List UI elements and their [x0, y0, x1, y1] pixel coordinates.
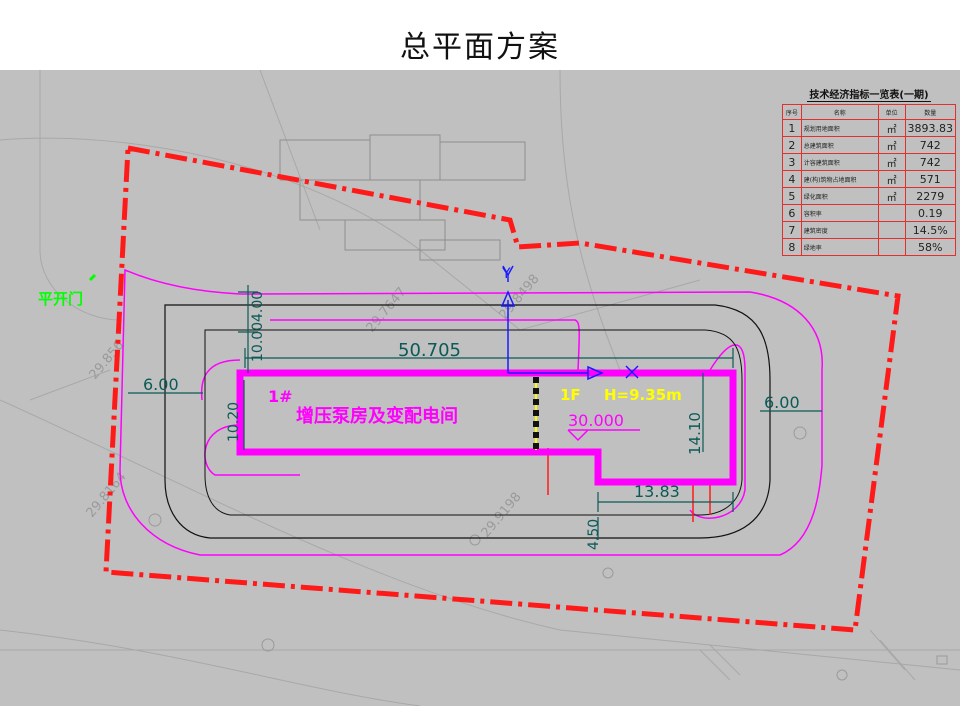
table-header-row: 序号 名称 单位 数量: [782, 104, 956, 120]
indicator-table-grid: 序号 名称 单位 数量 1 规划用地面积 ㎡ 3893.83 2 总建筑面积 ㎡: [782, 104, 956, 256]
row-number: 1: [782, 119, 802, 137]
table-row: 2 总建筑面积 ㎡ 742: [782, 136, 956, 154]
building-footprint: [236, 369, 737, 486]
terrain-markers: [148, 426, 948, 681]
row-value: 14.5%: [904, 221, 956, 239]
building-name: 增压泵房及变配电间: [296, 405, 458, 427]
row-unit: [877, 221, 906, 239]
row-unit: ㎡: [877, 119, 906, 137]
site-plan-drawing: 29.856 29.7647 29.8498 29.8164 29.9198: [0, 70, 960, 706]
contour-label: 29.856: [87, 338, 128, 382]
contour-label: 29.7647: [364, 285, 410, 336]
dim-east-depth: 14.10: [686, 412, 704, 455]
building-height: H=9.35m: [604, 386, 682, 404]
row-value: 2279: [904, 187, 956, 205]
building-elevation: 30.000: [568, 411, 624, 430]
dim-bottom: 4.50: [586, 519, 602, 550]
row-unit: ㎡: [877, 187, 906, 205]
table-header-cell: 名称: [800, 104, 879, 120]
row-name: 绿地率: [800, 238, 879, 256]
table-header-cell: 单位: [877, 104, 906, 120]
building-floors: 1F: [560, 386, 581, 404]
green-belt-outline: [119, 268, 823, 556]
row-number: 3: [782, 153, 802, 171]
row-name: 规划用地面积: [800, 119, 879, 137]
slide-title: 总平面方案: [400, 30, 560, 65]
dim-annex-width: 13.83: [634, 482, 680, 501]
row-unit: [877, 238, 906, 256]
table-header-cell: 数量: [904, 104, 956, 120]
row-name: 绿化面积: [800, 187, 879, 205]
row-number: 8: [782, 238, 802, 256]
row-number: 6: [782, 204, 802, 222]
table-row: 3 计容建筑面积 ㎡ 742: [782, 153, 956, 171]
elevation-marker: [567, 429, 640, 442]
table-row: 8 绿地率 58%: [782, 238, 956, 256]
table-row: 1 规划用地面积 ㎡ 3893.83: [782, 119, 956, 137]
gate-pointer: [88, 273, 97, 282]
table-header-cell: 序号: [782, 104, 802, 120]
fire-road-inner: [204, 329, 743, 516]
row-number: 2: [782, 136, 802, 154]
fire-road-outer: [164, 304, 771, 539]
existing-buildings: [279, 134, 526, 261]
row-unit: ㎡: [877, 136, 906, 154]
row-number: 7: [782, 221, 802, 239]
gate-label: 平开门: [38, 290, 83, 308]
terrain-lines: [0, 70, 960, 706]
row-value: 3893.83: [904, 119, 956, 137]
dim-road-left: 6.00: [143, 375, 179, 394]
row-number: 4: [782, 170, 802, 188]
table-row: 7 建筑密度 14.5%: [782, 221, 956, 239]
row-number: 5: [782, 187, 802, 205]
dim-road-right: 6.00: [764, 393, 800, 412]
inner-green-outline-left: [200, 359, 300, 476]
row-name: 计容建筑面积: [800, 153, 879, 171]
site-plan-svg: 29.856 29.7647 29.8498 29.8164 29.9198: [0, 70, 960, 706]
dim-top-setback: 10.00: [250, 322, 266, 362]
row-value: 571: [904, 170, 956, 188]
dim-west-depth: 10.20: [226, 402, 242, 442]
row-value: 0.19: [904, 204, 956, 222]
dim-top-setback2: 4.00: [250, 291, 266, 322]
row-value: 742: [904, 136, 956, 154]
row-name: 总建筑面积: [800, 136, 879, 154]
table-row: 4 建(构)筑物占地面积 ㎡ 571: [782, 170, 956, 188]
table-row: 5 绿化面积 ㎡ 2279: [782, 187, 956, 205]
row-unit: ㎡: [877, 153, 906, 171]
building-id: 1#: [268, 387, 293, 406]
site-boundary: [103, 145, 901, 633]
row-name: 容积率: [800, 204, 879, 222]
row-value: 58%: [904, 238, 956, 256]
dim-length: 50.705: [398, 340, 461, 361]
axis-y-label: Y: [501, 266, 511, 282]
row-name: 建筑密度: [800, 221, 879, 239]
coordinate-axes: [500, 265, 639, 381]
row-unit: [877, 204, 906, 222]
indicator-table-title: 技术经济指标一览表(一期): [807, 90, 931, 102]
table-row: 6 容积率 0.19: [782, 204, 956, 222]
row-unit: ㎡: [877, 170, 906, 188]
dimension-lines: [128, 285, 822, 540]
row-value: 742: [904, 153, 956, 171]
indicator-table: 技术经济指标一览表(一期) 序号 名称 单位 数量 1 规划用地面积 ㎡ 389…: [782, 86, 956, 256]
row-name: 建(构)筑物占地面积: [800, 170, 879, 188]
